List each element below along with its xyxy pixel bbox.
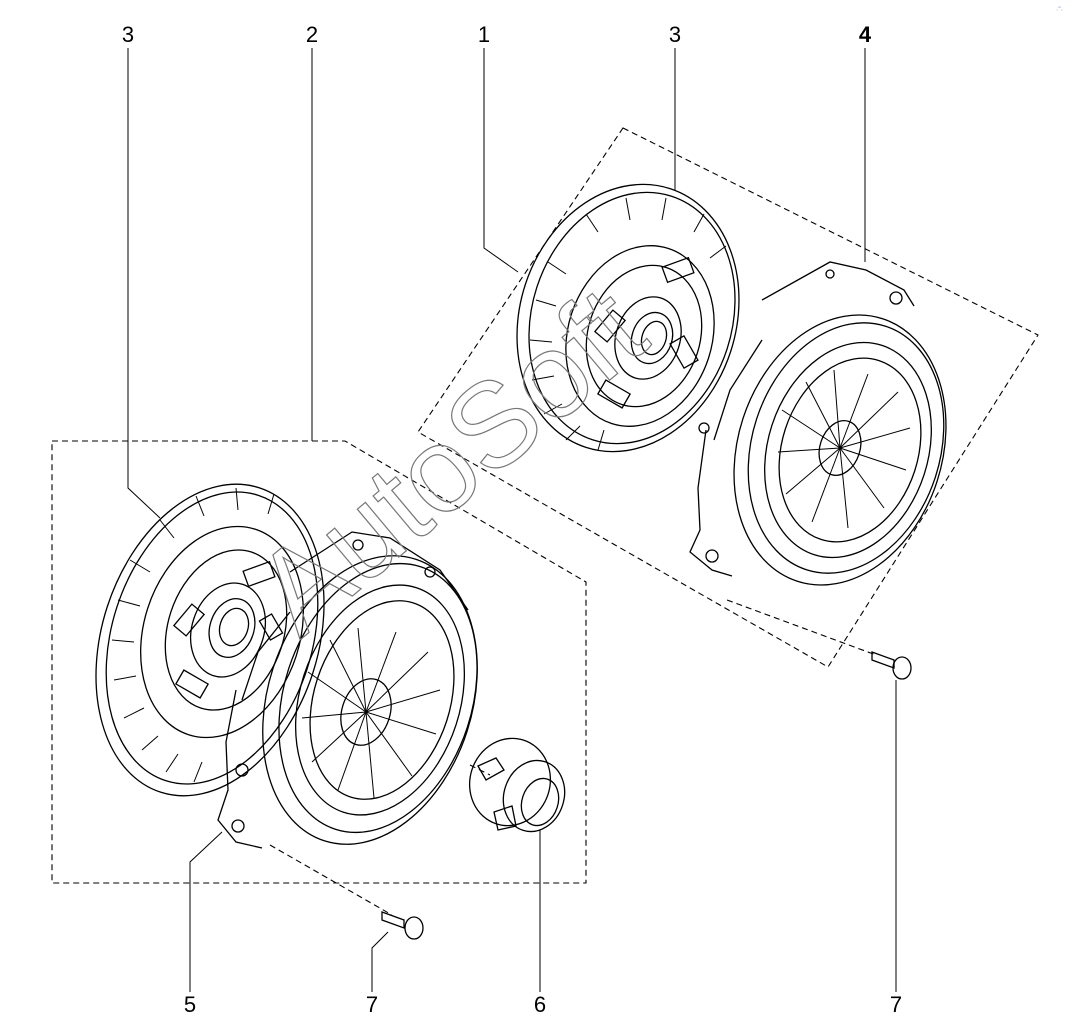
callout-4-top: 4 (859, 22, 872, 47)
watermark-text: AutoSoft (231, 261, 670, 660)
callout-5-bottom: 5 (184, 992, 196, 1017)
right-group-outline (417, 127, 1039, 668)
right-clutch-disc (516, 183, 740, 453)
left-pressure-plate (217, 531, 478, 849)
callout-3-top-left: 3 (122, 22, 134, 47)
leader-lines (127, 48, 897, 992)
corner-mark: ·˜· (1056, 7, 1063, 14)
callout-6-bottom: 6 (534, 992, 546, 1017)
callout-1-top: 1 (478, 22, 490, 47)
left-clutch-disc (95, 483, 325, 797)
release-bearing (468, 737, 566, 833)
right-pressure-plate (689, 261, 947, 586)
callout-7-bottom-right: 7 (890, 992, 902, 1017)
bolt-left (381, 911, 424, 940)
callout-3-top-right: 3 (669, 22, 681, 47)
callout-2-top: 2 (306, 22, 318, 47)
callout-7-bottom-left: 7 (366, 992, 378, 1017)
bolt-right (871, 651, 912, 680)
left-group-outline (51, 440, 587, 884)
